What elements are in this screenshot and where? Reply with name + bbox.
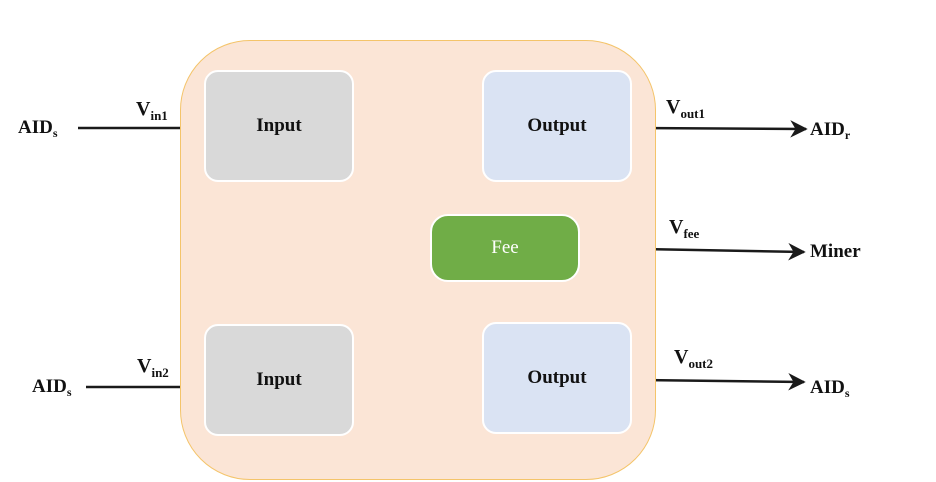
edge-label-vfee: Vfee: [669, 216, 700, 241]
fee-box: Fee: [430, 214, 580, 282]
miner-label: Miner: [810, 241, 861, 262]
edge-label-vout2: Vout2: [674, 346, 714, 371]
arrow-vout2: [639, 373, 806, 391]
output-box-bottom-label: Output: [527, 367, 587, 388]
input-box-bottom: Input: [204, 324, 354, 436]
fee-box-label: Fee: [491, 237, 519, 258]
edge-label-vin2: Vin2: [137, 355, 169, 380]
edge-label-vout1: Vout1: [666, 96, 706, 121]
output-box-bottom: Output: [482, 322, 632, 434]
sender-bottom-label: AIDs: [32, 376, 72, 399]
sender-top-label: AIDs: [18, 117, 58, 140]
input-box-top: Input: [204, 70, 354, 182]
receiver-label: AIDr: [810, 119, 851, 142]
change-label: AIDs: [810, 377, 850, 400]
arrow-vout1: [633, 120, 808, 138]
input-box-bottom-label: Input: [256, 369, 302, 390]
output-box-top: Output: [482, 70, 632, 182]
output-box-top-label: Output: [527, 115, 587, 136]
input-box-top-label: Input: [256, 115, 302, 136]
edge-label-vin1: Vin1: [136, 98, 168, 123]
